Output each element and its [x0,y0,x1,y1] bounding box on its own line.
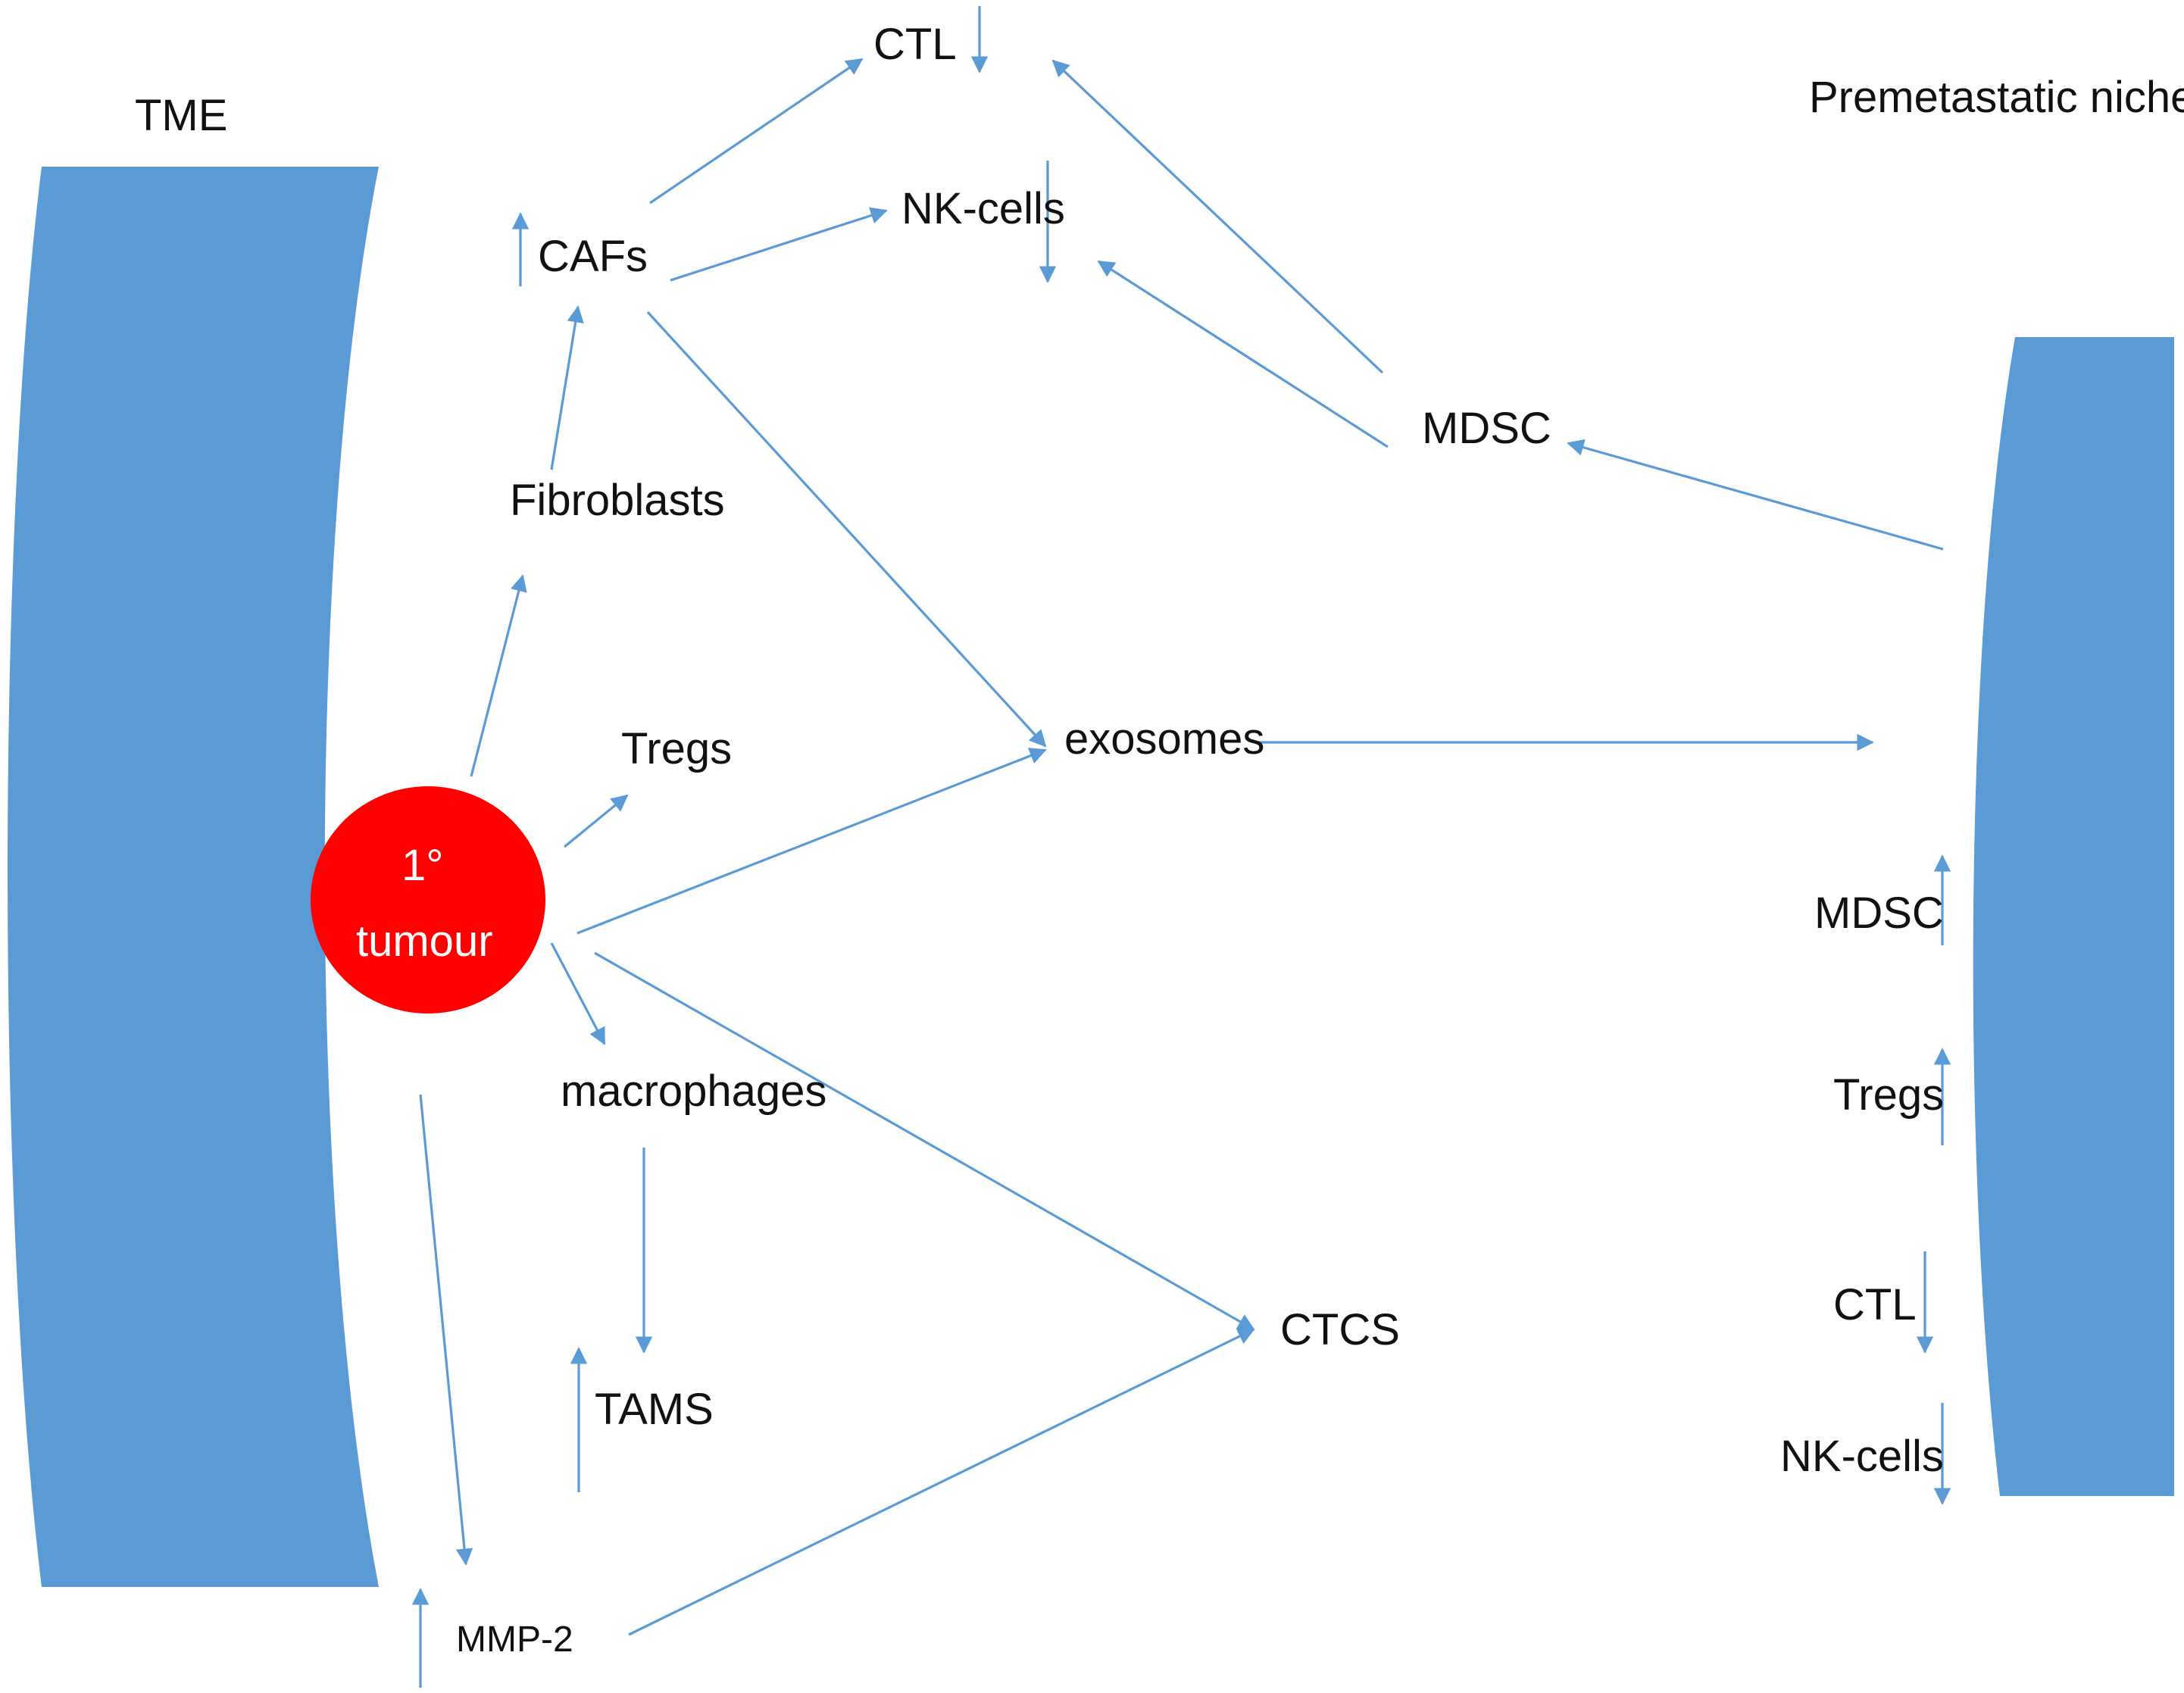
mdsc-top-label: MDSC [1422,404,1551,453]
arrow-mdsc-to-ctl [1051,59,1384,374]
tme-label: TME [135,91,227,140]
level-indicators [411,6,1951,1688]
arrow-fibroblasts-to-cafs [550,305,584,470]
nk-cells-top-label: NK-cells [901,184,1065,233]
arrow-cafs-to-ctl [649,58,864,205]
arrow-tumour-to-fibroblasts [470,574,527,777]
fibroblasts-label: Fibroblasts [510,476,725,525]
tumour-label-line2: tumour [356,917,493,966]
premetastatic-niche-panel [1973,337,2174,1496]
tme-panel [8,167,379,1587]
ctcs-label: CTCS [1280,1305,1400,1354]
niche-ctl-label: CTL [1833,1280,1917,1329]
arrow-cafs-to-nk-cells [670,207,888,282]
connection-arrows [419,58,1944,1636]
arrow-tumour-to-mmp2 [419,1094,473,1566]
niche-nk-cells-label: NK-cells [1780,1432,1944,1481]
tregs-label: Tregs [621,724,732,773]
mmp2-label: MMP-2 [456,1620,573,1660]
arrow-niche-to-mdsc [1567,439,1944,551]
primary-tumour [311,786,545,1014]
arrow-tumour-to-ctcs [594,951,1255,1331]
arrow-cafs-to-exosomes [646,311,1047,748]
cafs-label: CAFs [538,232,648,281]
ctl-top-label: CTL [873,20,957,69]
arrow-mdsc-to-nk-cells [1097,260,1389,448]
exosomes-label: exosomes [1064,714,1264,764]
tams-label: TAMS [595,1385,714,1434]
arrow-tumour-to-exosomes [576,748,1047,935]
arrow-tumour-to-macrophages [550,942,606,1045]
niche-tregs-label: Tregs [1833,1070,1944,1120]
tumour-label-line1: 1° [401,841,443,890]
macrophages-label: macrophages [561,1067,826,1116]
niche-mdsc-label: MDSC [1814,889,1944,938]
premetastatic-niche-label: Premetastatic niche [1809,73,2184,122]
arrow-mmp2-to-ctcs [628,1328,1255,1636]
arrow-tumour-to-tregs [563,794,629,848]
